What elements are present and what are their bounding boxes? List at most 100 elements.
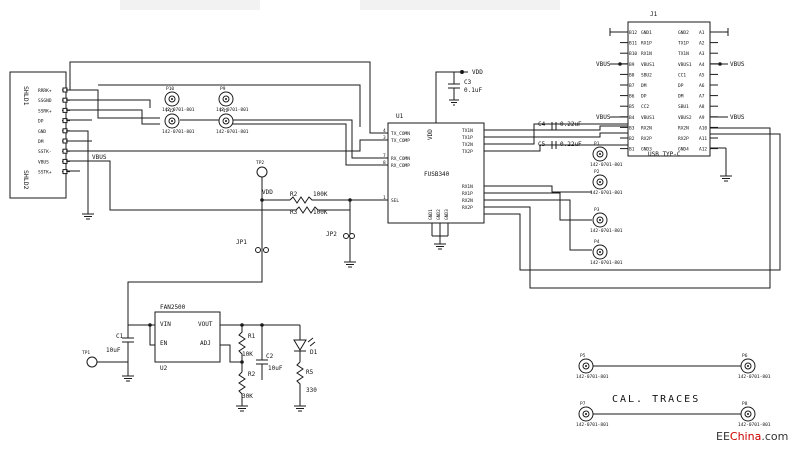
sma-ref: P12	[166, 108, 174, 114]
main-ic-left-pin-label: TX_COMP	[391, 138, 410, 144]
tp1-ref: TP1	[82, 350, 90, 356]
j1-right-pin-label: TX1P	[678, 41, 689, 47]
j1-right-pin-label: VBUS1	[678, 62, 692, 68]
sma-center	[585, 413, 587, 415]
main-ic-left-pin-label: SEL	[391, 198, 399, 204]
c5-value: 0.22uF	[560, 141, 582, 148]
ground-symbol-left	[82, 210, 94, 220]
r2-value: 100K	[313, 191, 328, 198]
main-ic-bottom-pin-label: GND1	[428, 209, 434, 220]
sma-part: 142-0701-801	[590, 228, 623, 234]
sma-ref: P4	[594, 239, 600, 245]
c5-ref: C5	[538, 141, 546, 148]
sma-ref: P7	[580, 401, 586, 407]
main-ic-left-pin-number: 1	[383, 195, 386, 201]
main-ic-right-pin-label: TX2N	[462, 142, 473, 148]
c4-ref: C4	[538, 121, 546, 128]
main-ic-left-pin-label: RX_COMN	[391, 156, 410, 162]
sma-ref: P8	[742, 401, 748, 407]
sma-center	[225, 120, 227, 122]
j1-name: USB TYP-C	[648, 151, 681, 158]
sma-connector-left: P12 142-0701-801	[162, 108, 195, 135]
r2-ref: R2	[290, 191, 298, 198]
main-ic-left-pin-label: RX_COMP	[391, 163, 410, 169]
cal-sma-connector: P5 142-0701-801	[576, 353, 609, 380]
j1-left-pin-label: DP	[641, 94, 647, 100]
j1-left-pin-label: DM	[641, 83, 647, 89]
j1-left-pin-label: RX1P	[641, 41, 652, 47]
reg-pin-vin: VIN	[160, 321, 171, 328]
left-connector-pin-label: DM	[38, 139, 44, 145]
sma-center	[747, 413, 749, 415]
j1-left-pin-label: RX1N	[641, 51, 652, 57]
main-ic-right-pin-label: RX2N	[462, 198, 473, 204]
main-ic-bottom-pin-label: GND2	[436, 209, 442, 220]
sma-part: 142-0701-801	[216, 107, 249, 113]
sma-ref: P6	[742, 353, 748, 359]
main-ic-right-pin-label: TX1P	[462, 135, 473, 141]
sma-center	[599, 153, 601, 155]
sma-ref: P5	[580, 353, 586, 359]
left-connector-shield-top: SHLD1	[22, 86, 30, 106]
main-ic-right-pin-label: TX1N	[462, 128, 473, 134]
c1-value: 10uF	[106, 347, 121, 354]
sma-center	[599, 219, 601, 221]
sma-part: 142-0701-801	[162, 129, 195, 135]
main-ic-bottom-pin-label: GND3	[444, 209, 450, 220]
sma-part: 142-0701-801	[576, 374, 609, 380]
j1-right-pin-label: TX1N	[678, 51, 689, 57]
j1-left-pin-label: GND1	[641, 30, 652, 36]
sma-center	[599, 181, 601, 183]
regulator-ref: U2	[160, 365, 168, 372]
c1-ref: C1	[116, 333, 124, 340]
j1-right-pin-label: DP	[678, 83, 684, 89]
main-ic-ref: U1	[396, 113, 404, 120]
main-ic-left-pin-number: 7	[383, 153, 386, 159]
sma-center	[585, 365, 587, 367]
c3-value: 0.1uF	[464, 87, 482, 94]
j1-left-pin-number: B11	[629, 41, 637, 47]
r3-value: 100K	[313, 209, 328, 216]
j1-right-pin-label: RX2P	[678, 136, 689, 142]
left-connector-shield-bottom: SHLD2	[22, 170, 30, 190]
j1-left-pin-label: RX2N	[641, 125, 652, 131]
sma-ref: P1	[594, 141, 600, 147]
j1-left-pin-label: SBU2	[641, 72, 652, 78]
sma-ref: P11	[220, 108, 228, 114]
sma-part: 142-0701-801	[590, 190, 623, 196]
j1-right-pin-number: A5	[699, 72, 705, 78]
j1-left-pin-number: B9	[629, 62, 635, 68]
main-ic-left-pin-number: 8	[383, 160, 386, 166]
r5-value: 330	[306, 387, 317, 394]
sma-center	[171, 98, 173, 100]
j1-right-pin-label: CC1	[678, 72, 686, 78]
left-connector-pin-label: DP	[38, 119, 44, 125]
cal-traces-title: CAL. TRACES	[612, 394, 700, 405]
sma-ref: P10	[166, 86, 174, 92]
j1-left-pin-label: RX2P	[641, 136, 652, 142]
j1-left-pin-number: B6	[629, 94, 635, 100]
j1-right-pin-number: A7	[699, 94, 705, 100]
j1-left-pin-label: VBUS1	[641, 115, 655, 121]
j1-right-pin-number: A10	[699, 125, 707, 131]
sma-connector-group-right: P1142-0701-801P2142-0701-801P3142-0701-8…	[590, 141, 623, 266]
left-connector-pin-label: SSRK+	[38, 108, 52, 114]
left-connector-pin-label: GND	[38, 129, 46, 135]
r3-ref: R3	[290, 209, 298, 216]
sma-center	[747, 365, 749, 367]
j1-left-pin-number: B5	[629, 104, 635, 110]
main-ic-right-pin-label: RX2P	[462, 205, 473, 211]
j1-left-pin-number: B1	[629, 147, 635, 153]
sma-part: 142-0701-801	[590, 162, 623, 168]
j1-right-pin-number: A8	[699, 104, 705, 110]
j1-left-pin-label: CC2	[641, 104, 649, 110]
sma-part: 142-0701-801	[738, 374, 771, 380]
sma-part: 142-0701-801	[216, 129, 249, 135]
main-ic-vdd-pin: VDD	[427, 129, 434, 140]
j1-left-pin-number: B7	[629, 83, 635, 89]
d1-ref: D1	[310, 349, 318, 356]
j1-left-pin-number: B10	[629, 51, 637, 57]
main-ic-left-pin-number: 4	[383, 128, 386, 134]
